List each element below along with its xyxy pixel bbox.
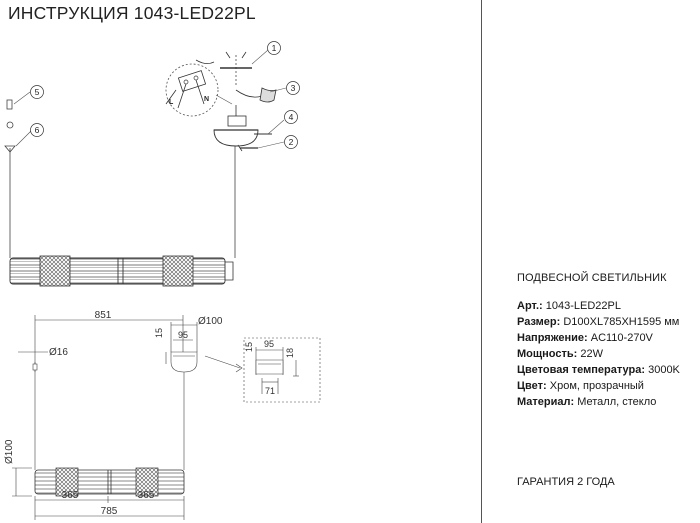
svg-text:3: 3: [291, 83, 296, 93]
callout-1: 1: [267, 41, 281, 55]
dim-18: 18: [285, 348, 295, 358]
svg-text:4: 4: [289, 112, 294, 122]
dim-365-left: 365: [62, 490, 79, 501]
dim-15: 15: [154, 328, 164, 338]
dim-15-detail: 15: [244, 342, 254, 352]
spec-color: Цвет: Хром, прозрачный: [517, 380, 644, 392]
lamp-side-view: [34, 467, 185, 497]
callout-2: 2: [284, 135, 298, 149]
wiring-l-label: L: [169, 99, 174, 106]
dim-851: 851: [95, 310, 112, 321]
dim-785: 785: [101, 506, 118, 517]
dim-95-top: 95: [178, 330, 188, 340]
spec-article: Арт.: 1043-LED22PL: [517, 300, 621, 312]
callout-6: 6: [30, 123, 44, 137]
dim-diameter-side: Ø100: [4, 439, 15, 464]
callout-3: 3: [286, 81, 300, 95]
spec-voltage: Напряжение: AC110-270V: [517, 332, 653, 344]
canopy-detail: [243, 337, 321, 403]
svg-text:1: 1: [272, 43, 277, 53]
canopy-assembly: [13, 49, 287, 152]
warranty-text: ГАРАНТИЯ 2 ГОДА: [517, 476, 615, 488]
wiring-detail: L N: [165, 59, 233, 117]
technical-drawing: L N 1 2 3 4 5 6: [4, 41, 321, 520]
callout-4: 4: [284, 110, 298, 124]
spec-size: Размер: D100XL785XH1595 мм: [517, 316, 680, 328]
page-title: ИНСТРУКЦИЯ 1043-LED22PL: [8, 3, 256, 23]
page-divider: [481, 0, 482, 523]
dim-71: 71: [265, 386, 275, 396]
spec-material: Материал: Металл, стекло: [517, 396, 657, 408]
product-title: ПОДВЕСНОЙ СВЕТИЛЬНИК: [517, 272, 667, 284]
dim-95-detail: 95: [264, 339, 274, 349]
product-specs: ПОДВЕСНОЙ СВЕТИЛЬНИК Арт.: 1043-LED22PL …: [517, 270, 700, 410]
lamp-main-view: [4, 99, 236, 287]
svg-text:6: 6: [35, 125, 40, 135]
spec-power: Мощность: 22W: [517, 348, 603, 360]
svg-text:2: 2: [289, 137, 294, 147]
callout-5: 5: [30, 85, 44, 99]
dim-365-right: 365: [138, 490, 155, 501]
spec-color-temperature: Цветовая температура: 3000K: [517, 364, 680, 376]
wiring-n-label: N: [204, 96, 209, 103]
dim-diameter-16: Ø16: [49, 347, 68, 358]
dim-diameter-top: Ø100: [198, 316, 223, 327]
svg-text:5: 5: [35, 87, 40, 97]
dimension-drawing: [12, 315, 243, 520]
